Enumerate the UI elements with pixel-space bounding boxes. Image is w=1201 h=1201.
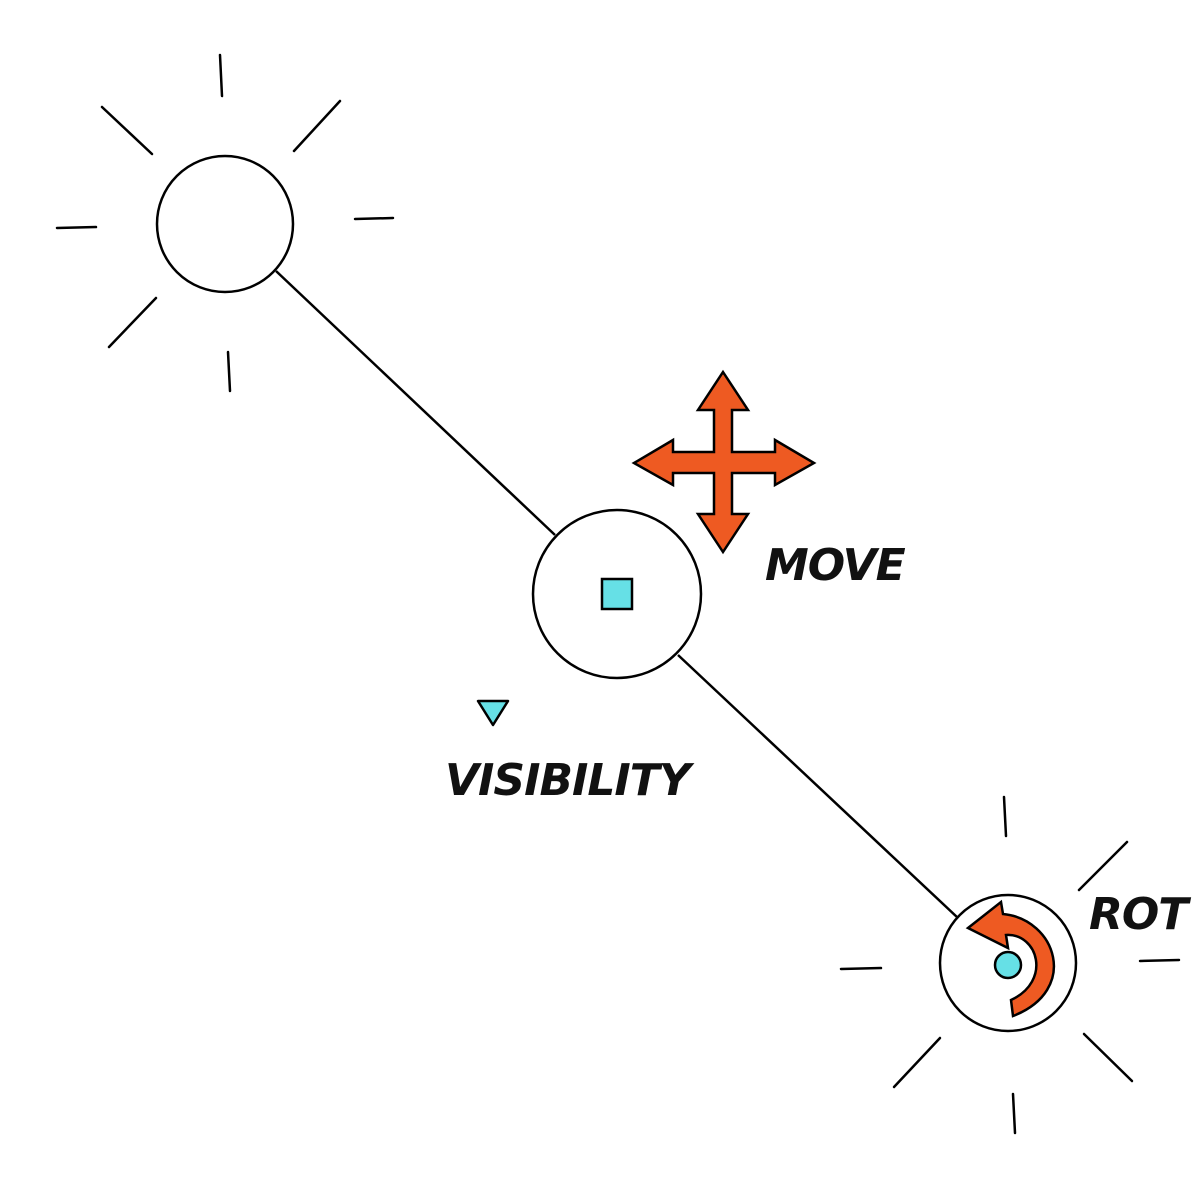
- visibility-label: VISIBILITY: [445, 755, 695, 806]
- sun-rays: [839, 795, 1181, 1135]
- center-joint[interactable]: [531, 508, 703, 680]
- four-way-arrow-icon[interactable]: [631, 369, 817, 555]
- rotate-label: ROT: [1089, 889, 1191, 940]
- sun-rays: [55, 53, 395, 393]
- triangle-down-icon[interactable]: [476, 699, 510, 727]
- square-icon: [600, 577, 634, 611]
- sun-joint-top[interactable]: [55, 53, 395, 393]
- bone-line-lower: [677, 654, 959, 919]
- rotate-arrow-icon[interactable]: [965, 899, 1055, 1018]
- move-label: MOVE: [765, 540, 906, 591]
- joint-circle: [155, 154, 295, 294]
- circle-dot-icon: [993, 950, 1023, 980]
- sun-joint-bottom[interactable]: [839, 795, 1181, 1135]
- bone-line-upper: [275, 270, 556, 536]
